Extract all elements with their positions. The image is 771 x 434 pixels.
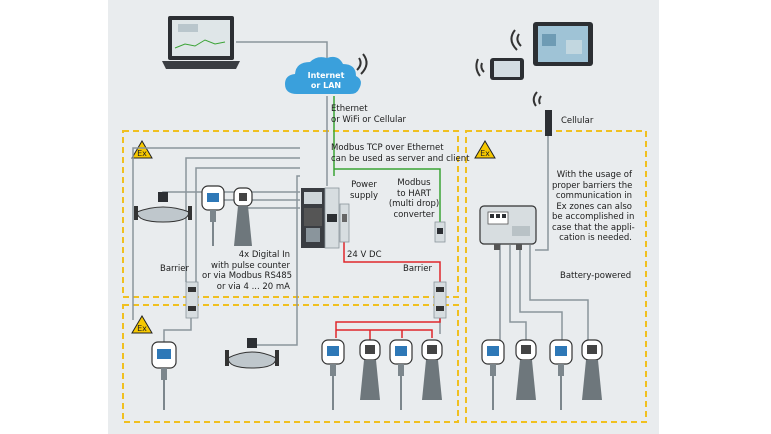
label-line: (multi drop)	[388, 199, 440, 209]
radar-level-icon	[421, 339, 443, 400]
transmitter-icon	[549, 339, 573, 410]
radar-level-icon	[515, 339, 537, 400]
edge-device-icon	[479, 205, 537, 250]
label-line: communication in	[555, 191, 632, 201]
battery-label: Battery-powered	[560, 271, 632, 281]
label-line: 4x Digital In	[238, 250, 290, 260]
barrier-icon	[433, 281, 447, 319]
label-line: be accomplished in	[552, 212, 635, 222]
ex-warning-icon: Ex	[474, 140, 496, 159]
label-line: or via Modbus RS485	[202, 271, 293, 281]
cellular-label: Cellular	[561, 116, 594, 126]
wifi-icon	[510, 29, 522, 51]
svg-text:Ex: Ex	[480, 149, 490, 158]
barrier-icon	[185, 281, 199, 319]
voltage-label: 24 V DC	[347, 250, 382, 260]
barrier-label-right: Barrier	[403, 264, 432, 274]
cloud-icon	[285, 56, 361, 94]
wifi-icon	[356, 53, 368, 75]
radar-level-icon	[359, 339, 381, 400]
zone-ex-lower-left	[122, 304, 459, 423]
cloud-label-line: or LAN	[310, 80, 342, 90]
tablet-icon	[533, 22, 593, 66]
modbus-tcp-label: Modbus TCP over Ethernet can be used as …	[331, 143, 469, 164]
signal-lines	[132, 41, 589, 346]
cloud-label: Internet or LAN	[296, 71, 356, 90]
svg-text:Ex: Ex	[137, 149, 147, 158]
label-line: or via 4 ... 20 mA	[216, 281, 290, 292]
label-line: With the usage of	[556, 170, 632, 180]
ex-warning-icon: Ex	[131, 140, 153, 159]
zone-ex-right	[465, 130, 647, 423]
transmitter-icon	[151, 341, 177, 410]
hazard-zones	[122, 130, 647, 423]
power-supply-label: Power supply	[344, 180, 384, 201]
transmitter-icon	[201, 185, 225, 246]
label-line: with pulse counter	[211, 260, 290, 271]
label-line: Ex zones can also	[556, 201, 632, 212]
ethernet-label: Ethernet or WiFi or Cellular	[331, 104, 406, 125]
label-line: converter	[393, 209, 435, 220]
label-line: Ethernet	[331, 104, 368, 114]
radar-level-icon	[581, 339, 603, 400]
ethernet-line	[333, 96, 441, 222]
transmitter-icon	[389, 339, 413, 410]
ex-warning-icon: Ex	[131, 315, 153, 334]
transmitter-icon	[321, 339, 345, 410]
power-supply-icon	[339, 203, 350, 243]
wifi-icon	[475, 58, 485, 77]
modbus-hart-label: Modbus to HART (multi drop) converter	[384, 178, 444, 220]
digital-in-label: 4x Digital In with pulse counter or via …	[202, 250, 293, 292]
antenna-icon	[532, 91, 552, 136]
cloud-label-line: Internet	[307, 71, 345, 80]
flowmeter-icon	[225, 338, 279, 369]
smartphone-icon	[490, 58, 524, 80]
label-line: can be used as server and client	[331, 153, 470, 164]
barriers-note: With the usage of proper barriers the co…	[552, 170, 635, 244]
label-line: or WiFi or Cellular	[331, 114, 407, 125]
laptop-icon	[162, 16, 240, 69]
flowmeter-icon	[134, 192, 192, 223]
label-line: Power	[351, 180, 377, 190]
hart-converter-icon	[434, 221, 446, 243]
gateway-icon	[301, 187, 340, 249]
label-line: case that the appli-	[552, 222, 635, 233]
label-line: Modbus TCP over Ethernet	[331, 143, 444, 153]
label-line: cation is needed.	[559, 233, 632, 243]
label-line: proper barriers the	[552, 180, 633, 191]
radar-level-icon	[233, 187, 253, 246]
svg-text:Ex: Ex	[137, 324, 147, 333]
label-line: to HART	[397, 188, 431, 199]
label-line: supply	[350, 190, 378, 201]
transmitter-icon	[481, 339, 505, 410]
barrier-label-left: Barrier	[160, 264, 189, 274]
label-line: Modbus	[397, 178, 431, 188]
